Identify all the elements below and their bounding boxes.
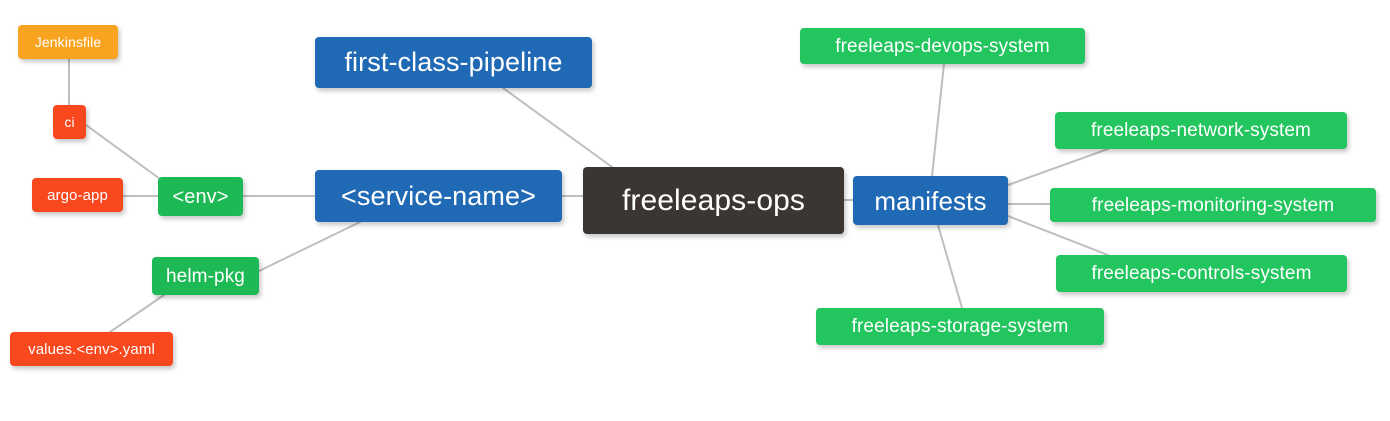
node-service-name[interactable]: <service-name> bbox=[315, 170, 562, 222]
node-jenkinsfile[interactable]: Jenkinsfile bbox=[18, 25, 118, 59]
node-label-env: <env> bbox=[172, 185, 229, 208]
edge-service-name-to-helm-pkg bbox=[258, 221, 361, 272]
node-first-class-pipeline[interactable]: first-class-pipeline bbox=[315, 37, 592, 88]
node-label-freeleaps-ops: freeleaps-ops bbox=[621, 183, 806, 217]
edge-manifests-to-freeleaps-network-system bbox=[1007, 148, 1109, 186]
node-argo-app[interactable]: argo-app bbox=[32, 178, 123, 212]
node-label-service-name: <service-name> bbox=[341, 180, 536, 211]
node-label-first-class-pipeline: first-class-pipeline bbox=[344, 47, 563, 77]
node-freeleaps-network-system[interactable]: freeleaps-network-system bbox=[1055, 112, 1347, 149]
node-label-freeleaps-controls-system: freeleaps-controls-system bbox=[1091, 263, 1312, 284]
node-freeleaps-storage-system[interactable]: freeleaps-storage-system bbox=[816, 308, 1104, 345]
node-helm-pkg[interactable]: helm-pkg bbox=[152, 257, 259, 295]
node-env[interactable]: <env> bbox=[158, 177, 243, 216]
node-manifests[interactable]: manifests bbox=[853, 176, 1008, 225]
node-label-ci: ci bbox=[64, 114, 75, 130]
node-label-freeleaps-devops-system: freeleaps-devops-system bbox=[835, 35, 1050, 57]
node-label-freeleaps-network-system: freeleaps-network-system bbox=[1091, 120, 1311, 141]
node-label-values-yaml: values.<env>.yaml bbox=[28, 340, 155, 358]
node-freeleaps-ops[interactable]: freeleaps-ops bbox=[583, 167, 844, 234]
edge-manifests-to-freeleaps-devops-system bbox=[931, 63, 945, 177]
node-label-manifests: manifests bbox=[874, 185, 987, 216]
edge-helm-pkg-to-values-yaml bbox=[109, 294, 165, 333]
node-freeleaps-monitoring-system[interactable]: freeleaps-monitoring-system bbox=[1050, 188, 1376, 222]
node-ci[interactable]: ci bbox=[53, 105, 86, 139]
node-freeleaps-controls-system[interactable]: freeleaps-controls-system bbox=[1056, 255, 1347, 292]
node-label-helm-pkg: helm-pkg bbox=[166, 265, 245, 287]
edge-ci-to-env bbox=[85, 124, 161, 180]
node-label-freeleaps-storage-system: freeleaps-storage-system bbox=[851, 316, 1069, 337]
node-values-yaml[interactable]: values.<env>.yaml bbox=[10, 332, 173, 366]
node-freeleaps-devops-system[interactable]: freeleaps-devops-system bbox=[800, 28, 1085, 64]
edge-first-class-pipeline-to-freeleaps-ops bbox=[502, 87, 613, 168]
node-label-freeleaps-monitoring-system: freeleaps-monitoring-system bbox=[1091, 194, 1335, 216]
node-label-jenkinsfile: Jenkinsfile bbox=[34, 34, 102, 50]
edge-manifests-to-freeleaps-storage-system bbox=[937, 224, 963, 309]
node-label-argo-app: argo-app bbox=[47, 186, 108, 204]
